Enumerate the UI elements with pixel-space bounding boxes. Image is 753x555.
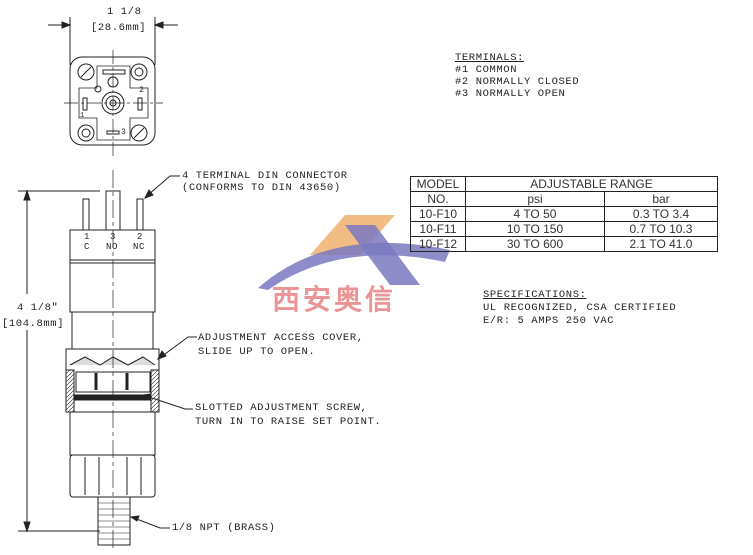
watermark-logo	[258, 215, 450, 290]
cell-bar: 2.1 TO 41.0	[604, 236, 718, 252]
top-pin-label-2: 2	[139, 86, 145, 95]
watermark-logo-text: 西安奥信	[272, 283, 397, 316]
height-mm: [104.8mm]	[2, 318, 65, 330]
terminal-1: #1 COMMON	[455, 64, 518, 76]
header-bar: bar	[604, 191, 718, 207]
top-pin-label-3: 3	[121, 128, 127, 137]
cell-bar: 0.7 TO 10.3	[604, 221, 718, 237]
header-model-no: NO.	[410, 191, 466, 207]
leader-lines	[129, 175, 197, 529]
pin-1-label: C	[84, 242, 91, 252]
height-fraction: 4 1/8"	[17, 302, 59, 314]
connector-top-view	[48, 17, 178, 157]
specifications-title: SPECIFICATIONS:	[483, 289, 587, 301]
cell-model: 10-F11	[410, 221, 466, 237]
pin-2-label: NC	[133, 242, 146, 252]
top-width-fraction: 1 1/8	[107, 6, 142, 18]
terminal-2: #2 NORMALLY CLOSED	[455, 76, 580, 88]
screw-callout-line2: TURN IN TO RAISE SET POINT.	[195, 416, 382, 428]
top-width-mm: [28.6mm]	[91, 22, 147, 34]
cell-bar: 0.3 TO 3.4	[604, 206, 718, 222]
spec-line-2: E/R: 5 AMPS 250 VAC	[483, 315, 615, 327]
cover-callout-line1: ADJUSTMENT ACCESS COVER,	[198, 332, 364, 344]
table-row: 10-F11 10 TO 150 0.7 TO 10.3	[410, 221, 718, 237]
cell-model: 10-F10	[410, 206, 466, 222]
terminal-3: #3 NORMALLY OPEN	[455, 88, 566, 100]
switch-side-view	[18, 170, 160, 550]
cell-psi: 4 TO 50	[465, 206, 605, 222]
table-row: 10-F10 4 TO 50 0.3 TO 3.4	[410, 206, 718, 222]
cover-callout-line2: SLIDE UP TO OPEN.	[198, 346, 316, 358]
table-row: 10-F12 30 TO 600 2.1 TO 41.0	[410, 236, 718, 252]
terminals-title: TERMINALS:	[455, 52, 525, 64]
header-psi: psi	[465, 191, 605, 207]
npt-callout: 1/8 NPT (BRASS)	[172, 522, 276, 534]
pin-2-number: 2	[137, 232, 144, 242]
cell-psi: 10 TO 150	[465, 221, 605, 237]
header-adjustable-range: ADJUSTABLE RANGE	[465, 176, 718, 192]
cell-model: 10-F12	[410, 236, 466, 252]
connector-callout-line2: (CONFORMS TO DIN 43650)	[182, 182, 341, 194]
spec-line-1: UL RECOGNIZED, CSA CERTIFIED	[483, 302, 677, 314]
top-pin-label-1: 1	[80, 112, 85, 120]
adjustable-range-table: MODEL ADJUSTABLE RANGE NO. psi bar 10-F1…	[410, 176, 718, 252]
header-model: MODEL	[410, 176, 466, 192]
screw-callout-line1: SLOTTED ADJUSTMENT SCREW,	[195, 402, 368, 414]
pin-1-number: 1	[84, 232, 91, 242]
pin-3-number: 3	[110, 232, 117, 242]
connector-callout-line1: 4 TERMINAL DIN CONNECTOR	[182, 170, 348, 182]
cell-psi: 30 TO 600	[465, 236, 605, 252]
pin-3-label: NO	[106, 242, 119, 252]
